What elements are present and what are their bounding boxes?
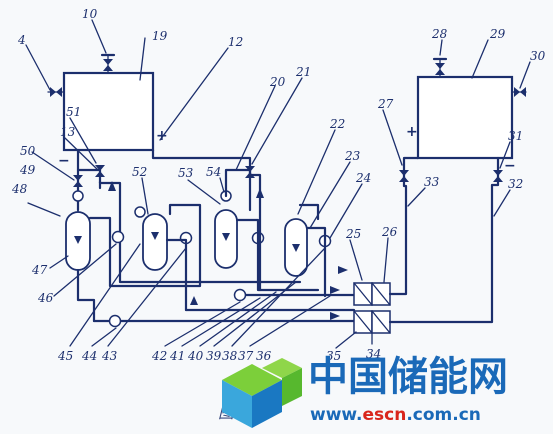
label-27: 27 [377, 97, 394, 111]
left-tank-side-valve [47, 87, 65, 97]
label-4: 4 [17, 33, 26, 47]
label-20: 20 [269, 75, 286, 89]
watermark-url-post: .com.cn [406, 405, 481, 425]
plus-sign-left: + [156, 128, 168, 144]
valve-27 [399, 170, 409, 182]
label-30: 30 [530, 49, 546, 63]
label-41: 41 [169, 349, 185, 363]
label-48: 48 [11, 182, 28, 196]
label-22: 22 [329, 117, 345, 131]
label-23: 23 [344, 149, 361, 163]
watermark-url-mid: escn [363, 405, 407, 425]
label-38: 38 [222, 349, 238, 363]
valve-50 [73, 175, 83, 187]
label-52: 52 [132, 165, 147, 179]
label-12: 12 [228, 35, 243, 49]
watermark-brand: 中国储能网 [308, 354, 508, 400]
label-34: 34 [366, 347, 381, 361]
label-44: 44 [81, 349, 97, 363]
minus-sign-right: − [504, 158, 516, 174]
label-39: 39 [206, 349, 222, 363]
label-10: 10 [82, 7, 98, 21]
stack-26 [353, 282, 391, 306]
label-19: 19 [152, 29, 168, 43]
label-24: 24 [355, 171, 371, 185]
plus-sign-right: + [406, 124, 418, 140]
valve-31 [493, 170, 503, 182]
label-49: 49 [19, 163, 36, 177]
watermark-logo [222, 358, 302, 428]
label-53: 53 [178, 166, 194, 180]
label-33: 33 [424, 175, 440, 189]
valve-21 [245, 166, 255, 178]
label-21: 21 [295, 65, 311, 79]
part-labels: 4 10 19 12 28 29 30 51 13 50 49 48 52 53… [11, 7, 546, 363]
label-50: 50 [20, 144, 36, 158]
label-42: 42 [151, 349, 167, 363]
label-13: 13 [60, 125, 76, 139]
right-tank-side-valve [511, 87, 527, 97]
right-tank-top-valve [432, 57, 448, 78]
vessel-46 [142, 213, 168, 271]
label-40: 40 [187, 349, 204, 363]
label-45: 45 [57, 349, 73, 363]
left-tank-top-valve [100, 53, 116, 74]
left-tank [62, 71, 155, 152]
label-32: 32 [508, 177, 523, 191]
valve-13 [95, 165, 105, 177]
watermark-url: www.escn.com.cn [310, 405, 481, 425]
label-51: 51 [66, 105, 81, 119]
label-37: 37 [238, 349, 254, 363]
label-25: 25 [345, 227, 361, 241]
label-47: 47 [31, 263, 48, 277]
label-26: 26 [381, 225, 398, 239]
stack-34 [353, 310, 391, 334]
label-28: 28 [431, 27, 448, 41]
label-36: 36 [256, 349, 272, 363]
label-43: 43 [101, 349, 118, 363]
label-35: 35 [326, 349, 341, 363]
label-31: 31 [508, 129, 523, 143]
right-tank [416, 75, 514, 160]
leader-lines [25, 19, 531, 349]
label-54: 54 [206, 165, 221, 179]
minus-sign-left: − [58, 153, 70, 169]
label-46: 46 [37, 291, 54, 305]
label-29: 29 [489, 27, 506, 41]
watermark-url-pre: www. [310, 405, 363, 425]
